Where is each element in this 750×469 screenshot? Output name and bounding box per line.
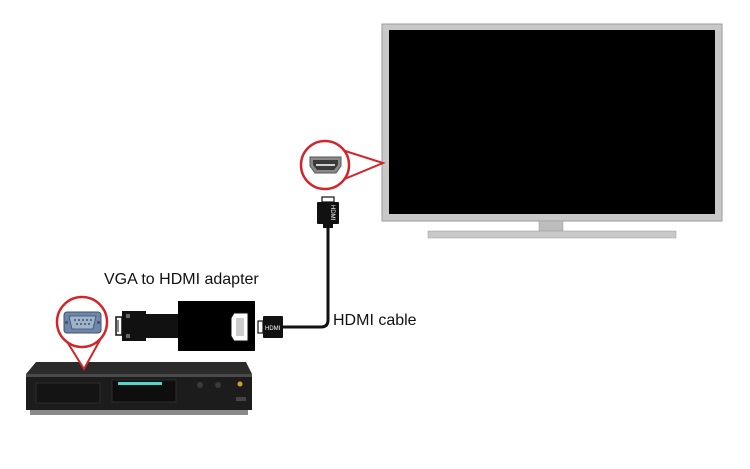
adapter-vga-stub (146, 314, 178, 338)
hdmi-plug-side-label: HDMI (265, 326, 281, 332)
adapter-label: VGA to HDMI adapter (104, 271, 259, 288)
hdmi-port-icon (309, 156, 342, 174)
box-display (111, 379, 177, 403)
tv-stand-base (427, 230, 677, 239)
cable-label: HDMI cable (333, 312, 417, 329)
hdmi-cable (283, 228, 330, 329)
box-top (26, 362, 252, 374)
hdmi-plug-top-label: HDMI (329, 205, 335, 221)
tv (381, 23, 723, 239)
hdmi-plug-icon: HDMI (257, 316, 283, 338)
tv-hdmi-callout (299, 139, 386, 191)
tv-screen (389, 30, 715, 214)
vga-plug-icon (115, 311, 146, 341)
box-vga-callout (55, 295, 109, 371)
vga-to-hdmi-adapter (115, 301, 255, 351)
vga-port-icon (63, 311, 102, 334)
box-led-strip (118, 382, 162, 385)
adapter-hdmi-port (230, 312, 249, 342)
hdmi-plug-icon: HDMI (317, 196, 339, 228)
box-base (30, 410, 248, 415)
tv-stand-neck (538, 220, 564, 232)
set-top-box (26, 362, 252, 415)
